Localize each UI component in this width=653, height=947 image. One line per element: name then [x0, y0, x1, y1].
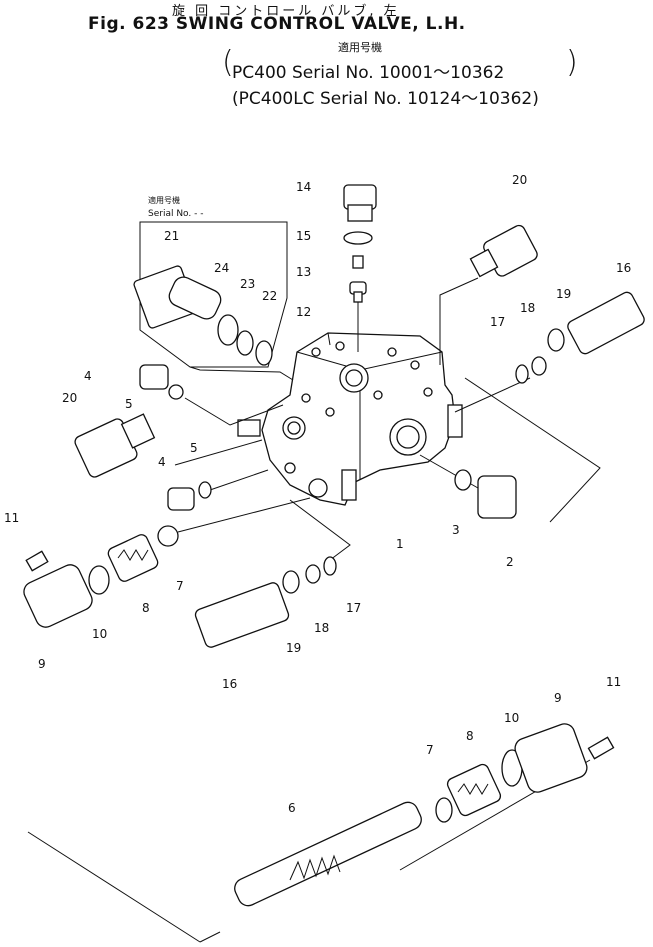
callout-6: 6 — [288, 801, 296, 815]
part-9-cover-right — [514, 723, 588, 793]
callout-16-lower: 16 — [222, 677, 237, 691]
part-15-o-ring — [343, 231, 373, 245]
part-22-ring — [255, 340, 273, 366]
callout-7-left: 7 — [176, 579, 184, 593]
part-19-ring-lower — [282, 570, 300, 594]
part-5-ring-lower — [198, 481, 212, 499]
callout-11-left: 11 — [4, 511, 19, 525]
callout-numbers: 1 2 3 4 4 5 5 6 7 7 8 8 9 9 10 10 11 11 … — [4, 173, 631, 815]
callout-10-left: 10 — [92, 627, 107, 641]
part-16-plug-right — [567, 291, 645, 355]
title-japanese: 旋 回 コントロール バルブ, 左 — [172, 4, 400, 19]
callout-14: 14 — [296, 180, 311, 194]
part-19-ring-right — [547, 328, 565, 352]
inset-label-jp: 適用号機 — [148, 195, 180, 205]
callout-13: 13 — [296, 265, 311, 279]
part-8-spring-right — [446, 763, 502, 817]
callout-18-lower: 18 — [314, 621, 329, 635]
part-4-plug-lower — [167, 487, 195, 511]
callout-22: 22 — [262, 289, 277, 303]
callout-8-right: 8 — [466, 729, 474, 743]
callout-18-right: 18 — [520, 301, 535, 315]
part-10-ring-left — [88, 565, 110, 595]
part-9-cover-left — [23, 564, 93, 628]
callout-10-right: 10 — [504, 711, 519, 725]
callout-9-right: 9 — [554, 691, 562, 705]
part-23-ring — [236, 330, 254, 356]
part-2-plug — [477, 475, 517, 519]
callout-9-left: 9 — [38, 657, 46, 671]
callout-20-left: 20 — [62, 391, 77, 405]
callout-20-top: 20 — [512, 173, 527, 187]
callout-8-left: 8 — [142, 601, 150, 615]
callout-17-lower: 17 — [346, 601, 361, 615]
part-7-seat-right — [435, 797, 453, 823]
part-13-spring — [352, 255, 364, 269]
inset-outline — [139, 221, 288, 368]
callout-17-right: 17 — [490, 315, 505, 329]
part-17-ring-lower — [323, 556, 337, 576]
callout-7-right: 7 — [426, 743, 434, 757]
callout-4-lower: 4 — [158, 455, 166, 469]
valve-body — [237, 332, 463, 506]
serial-row-pc400lc: (PC400LC Serial No. 10124～10362) — [232, 89, 539, 109]
callout-3: 3 — [452, 523, 460, 537]
callout-1: 1 — [396, 537, 404, 551]
part-4-plug-upper — [139, 364, 169, 390]
part-20-valve-top — [469, 224, 538, 278]
part-6-spool — [234, 801, 422, 907]
part-5-ring-upper — [168, 384, 184, 400]
callout-19-lower: 19 — [286, 641, 301, 655]
callout-23: 23 — [240, 277, 255, 291]
part-11-bolt-right — [587, 736, 615, 760]
callout-21: 21 — [164, 229, 179, 243]
part-18-ring-right — [531, 356, 547, 376]
callout-4-upper: 4 — [84, 369, 92, 383]
part-24-ring — [217, 314, 239, 346]
part-8-spring-left — [107, 534, 159, 582]
callout-19-right: 19 — [556, 287, 571, 301]
callout-16-right: 16 — [616, 261, 631, 275]
serial-row-pc400: PC400 Serial No. 10001～10362 — [232, 63, 505, 83]
bracket-right: ) — [566, 45, 578, 80]
callout-12: 12 — [296, 305, 311, 319]
applicability-label: 適用号機 — [338, 41, 382, 54]
part-11-bolt-left — [25, 550, 49, 572]
inset-label-serial: Serial No. - - — [148, 209, 204, 219]
callout-15: 15 — [296, 229, 311, 243]
part-7-seat-left — [157, 525, 179, 547]
bracket-left: ( — [222, 45, 234, 80]
part-14-plug — [343, 184, 377, 222]
figure-title: Fig. 623 SWING CONTROL VALVE, L.H. — [88, 14, 466, 34]
part-18-ring-lower — [305, 564, 321, 584]
part-20-valve-left — [74, 413, 156, 478]
callout-11-right: 11 — [606, 675, 621, 689]
part-17-ring-right — [515, 364, 529, 384]
part-3-ring — [454, 469, 472, 491]
callout-5-lower: 5 — [190, 441, 198, 455]
part-21-flange — [133, 265, 222, 329]
callout-24: 24 — [214, 261, 229, 275]
callout-2: 2 — [506, 555, 514, 569]
part-12-piston — [349, 281, 367, 303]
part-16-plug-lower — [194, 582, 290, 648]
callout-5-upper: 5 — [125, 397, 133, 411]
